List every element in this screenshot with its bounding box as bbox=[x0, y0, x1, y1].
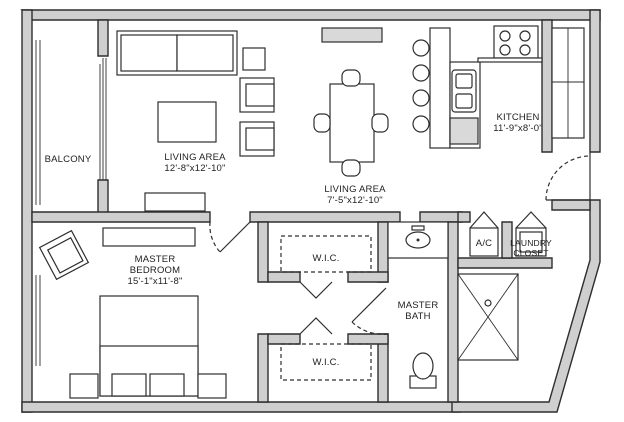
ac-name: A/C bbox=[475, 238, 493, 249]
master-bedroom-size: 15'-1"x11'-8" bbox=[127, 276, 183, 287]
bath-fixtures bbox=[387, 221, 519, 389]
dining-set bbox=[313, 69, 389, 177]
wic-upper-label: W.I.C. bbox=[296, 253, 356, 264]
kitchen-name: KITCHEN bbox=[496, 112, 540, 123]
kitchen-fixtures bbox=[412, 25, 585, 149]
bedroom-furniture bbox=[35, 227, 227, 399]
living-area-main-size: 12'-8"x12'-10" bbox=[164, 163, 226, 174]
kitchen-label: KITCHEN 11'-9"x8'-0" bbox=[478, 112, 558, 134]
living-furniture bbox=[116, 27, 383, 212]
master-bedroom-name: MASTER bbox=[134, 254, 176, 265]
master-bedroom-name2: BEDROOM bbox=[129, 265, 181, 276]
living-area-dining-label: LIVING AREA 7'-5"x12'-10" bbox=[300, 184, 410, 206]
balcony-name: BALCONY bbox=[44, 154, 92, 165]
entry-door bbox=[545, 152, 591, 201]
laundry-name2: CLOSET bbox=[513, 248, 549, 258]
laundry-name: LAUNDRY bbox=[510, 238, 552, 248]
wic-upper-name: W.I.C. bbox=[312, 253, 340, 264]
walk-in-closets bbox=[280, 235, 389, 381]
utility-closets bbox=[469, 211, 547, 257]
exterior-walls bbox=[20, 9, 601, 413]
master-bath-name: MASTER bbox=[397, 300, 439, 311]
balcony-label: BALCONY bbox=[40, 154, 96, 165]
master-bath-name2: BATH bbox=[405, 311, 431, 322]
living-area-main-label: LIVING AREA 12'-8"x12'-10" bbox=[140, 152, 250, 174]
living-area-dining-size: 7'-5"x12'-10" bbox=[327, 195, 383, 206]
bedroom-door bbox=[209, 221, 251, 253]
wic-lower-name: W.I.C. bbox=[312, 357, 340, 368]
master-bath-label: MASTER BATH bbox=[390, 300, 446, 322]
living-area-dining-name: LIVING AREA bbox=[324, 184, 386, 195]
wic-lower-label: W.I.C. bbox=[296, 357, 356, 368]
master-bedroom-label: MASTER BEDROOM 15'-1"x11'-8" bbox=[110, 254, 200, 287]
laundry-label: LAUNDRY CLOSET bbox=[509, 238, 553, 258]
living-area-main-name: LIVING AREA bbox=[164, 152, 226, 163]
ac-label: A/C bbox=[470, 238, 498, 249]
balcony-wall bbox=[35, 19, 109, 219]
kitchen-size: 11'-9"x8'-0" bbox=[493, 123, 543, 134]
